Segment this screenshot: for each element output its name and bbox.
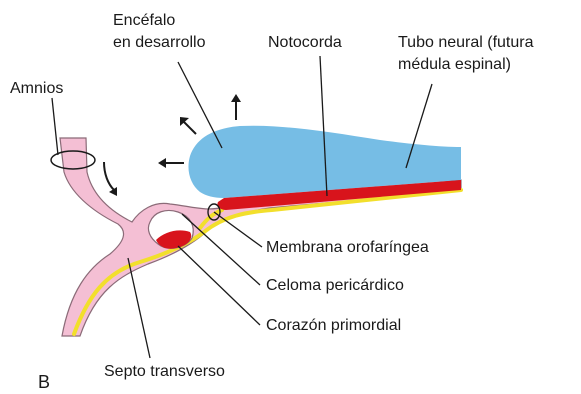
label-brain-line1: Encéfalo [113, 12, 175, 29]
panel-letter: B [38, 372, 50, 392]
leader-oropharyngeal-membrane [214, 212, 262, 247]
label-septum-transversum: Septo transverso [104, 363, 225, 380]
leader-primordial-heart [178, 246, 260, 325]
label-amnion: Amnios [10, 80, 63, 97]
label-neural-tube: Tubo neural (futura médula espinal) [398, 34, 538, 73]
label-pericardial-coelom: Celoma pericárdico [266, 277, 404, 294]
label-neural-tube-line2: médula espinal) [398, 56, 511, 73]
label-oropharyngeal-membrane: Membrana orofaríngea [266, 239, 429, 256]
leader-pericardial-coelom [182, 214, 260, 285]
leader-amnion [52, 98, 58, 155]
arrow-up-head [231, 94, 241, 102]
leader-brain [178, 62, 222, 148]
leader-septum-transversum [128, 258, 150, 358]
label-brain: Encéfalo en desarrollo [113, 12, 206, 51]
label-notochord: Notocorda [268, 34, 342, 51]
label-brain-line2: en desarrollo [113, 34, 206, 51]
arrow-left-head [158, 158, 166, 168]
arrow-up-left-icon [184, 122, 196, 134]
label-primordial-heart: Corazón primordial [266, 317, 401, 334]
label-neural-tube-line1: Tubo neural (futura [398, 34, 534, 51]
arrow-curved-down-icon [104, 162, 114, 190]
